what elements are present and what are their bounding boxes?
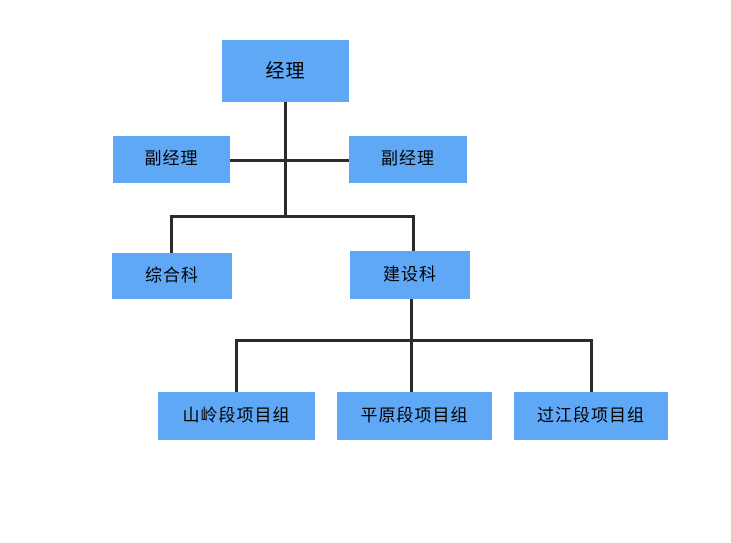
org-node-manager[interactable]: 经理 [222,40,349,102]
org-node-plain-section-project-team-label: 平原段项目组 [360,405,469,426]
org-node-general-affairs-dept[interactable]: 综合科 [112,253,232,299]
org-node-river-crossing-section-project-team-label: 过江段项目组 [537,405,645,426]
connector-drop-construction [412,215,415,253]
connector-drop-river [590,339,593,394]
org-node-general-affairs-dept-label: 综合科 [145,265,199,286]
org-node-deputy-manager-left[interactable]: 副经理 [113,136,230,183]
connector-drop-mountain [235,339,238,394]
org-node-deputy-manager-right-label: 副经理 [381,149,435,169]
org-node-mountain-section-project-team-label: 山岭段项目组 [182,405,291,426]
connector-drop-plain [410,339,413,394]
connector-department-bus [170,215,415,218]
connector-construction-trunk [410,299,413,342]
org-node-construction-dept[interactable]: 建设科 [350,251,470,299]
org-node-deputy-manager-left-label: 副经理 [144,149,199,169]
connector-deputy-horizontal [229,159,350,162]
org-node-mountain-section-project-team[interactable]: 山岭段项目组 [158,392,315,440]
org-node-river-crossing-section-project-team[interactable]: 过江段项目组 [514,392,668,440]
org-node-manager-label: 经理 [265,59,306,82]
org-node-construction-dept-label: 建设科 [383,264,437,285]
connector-drop-general [170,215,173,255]
org-node-deputy-manager-right[interactable]: 副经理 [349,136,467,183]
org-node-plain-section-project-team[interactable]: 平原段项目组 [337,392,492,440]
connector-project-bus [235,339,593,342]
